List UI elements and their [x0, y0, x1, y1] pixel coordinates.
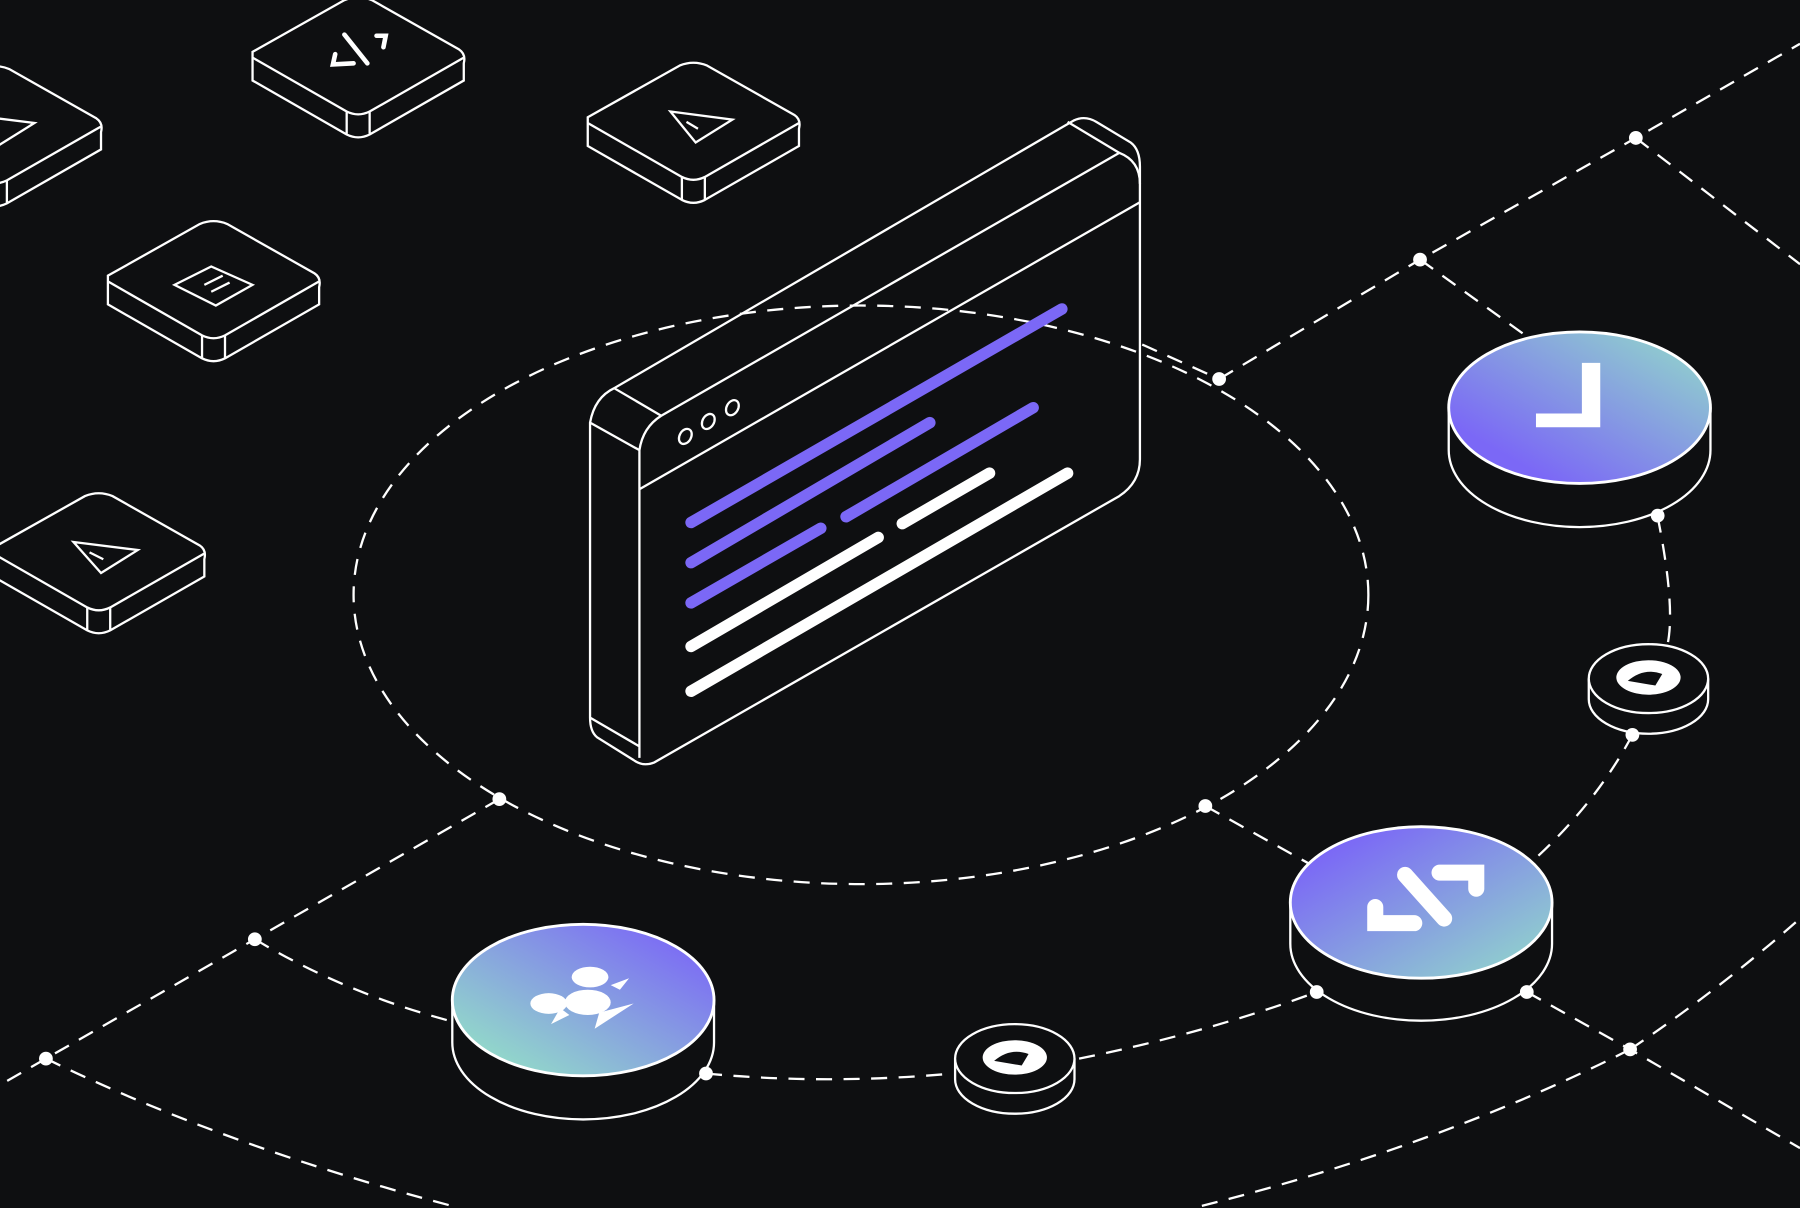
- network-paths: [0, 42, 1800, 1208]
- warning-icon: [70, 540, 142, 575]
- text-line: [685, 416, 936, 569]
- code-icon: [1367, 864, 1485, 932]
- network-nodes: [39, 131, 1665, 1081]
- warning-tile: [0, 65, 103, 207]
- tiles: [0, 0, 801, 635]
- browser-window: [588, 116, 1142, 766]
- corner-icon: [1535, 362, 1601, 428]
- code-tile: [251, 0, 466, 139]
- text-line: [685, 531, 884, 653]
- text-line: [685, 522, 827, 609]
- mascot-coin: [1587, 643, 1710, 735]
- users-disc: [450, 922, 716, 1121]
- warning-tile: [0, 492, 207, 635]
- code-icon: [330, 32, 389, 67]
- text-line: [840, 401, 1039, 523]
- text-line: [685, 303, 1068, 529]
- text-line: [685, 467, 1074, 697]
- warning-tile: [586, 61, 801, 204]
- warning-icon: [667, 110, 736, 145]
- mail-icon: [171, 265, 256, 307]
- warning-icon: [0, 117, 38, 146]
- corner-disc: [1447, 330, 1712, 529]
- code-disc: [1288, 825, 1554, 1022]
- users-icon: [530, 966, 634, 1029]
- mascot-coin: [953, 1023, 1076, 1115]
- mail-tile: [106, 220, 321, 363]
- text-line: [896, 467, 996, 530]
